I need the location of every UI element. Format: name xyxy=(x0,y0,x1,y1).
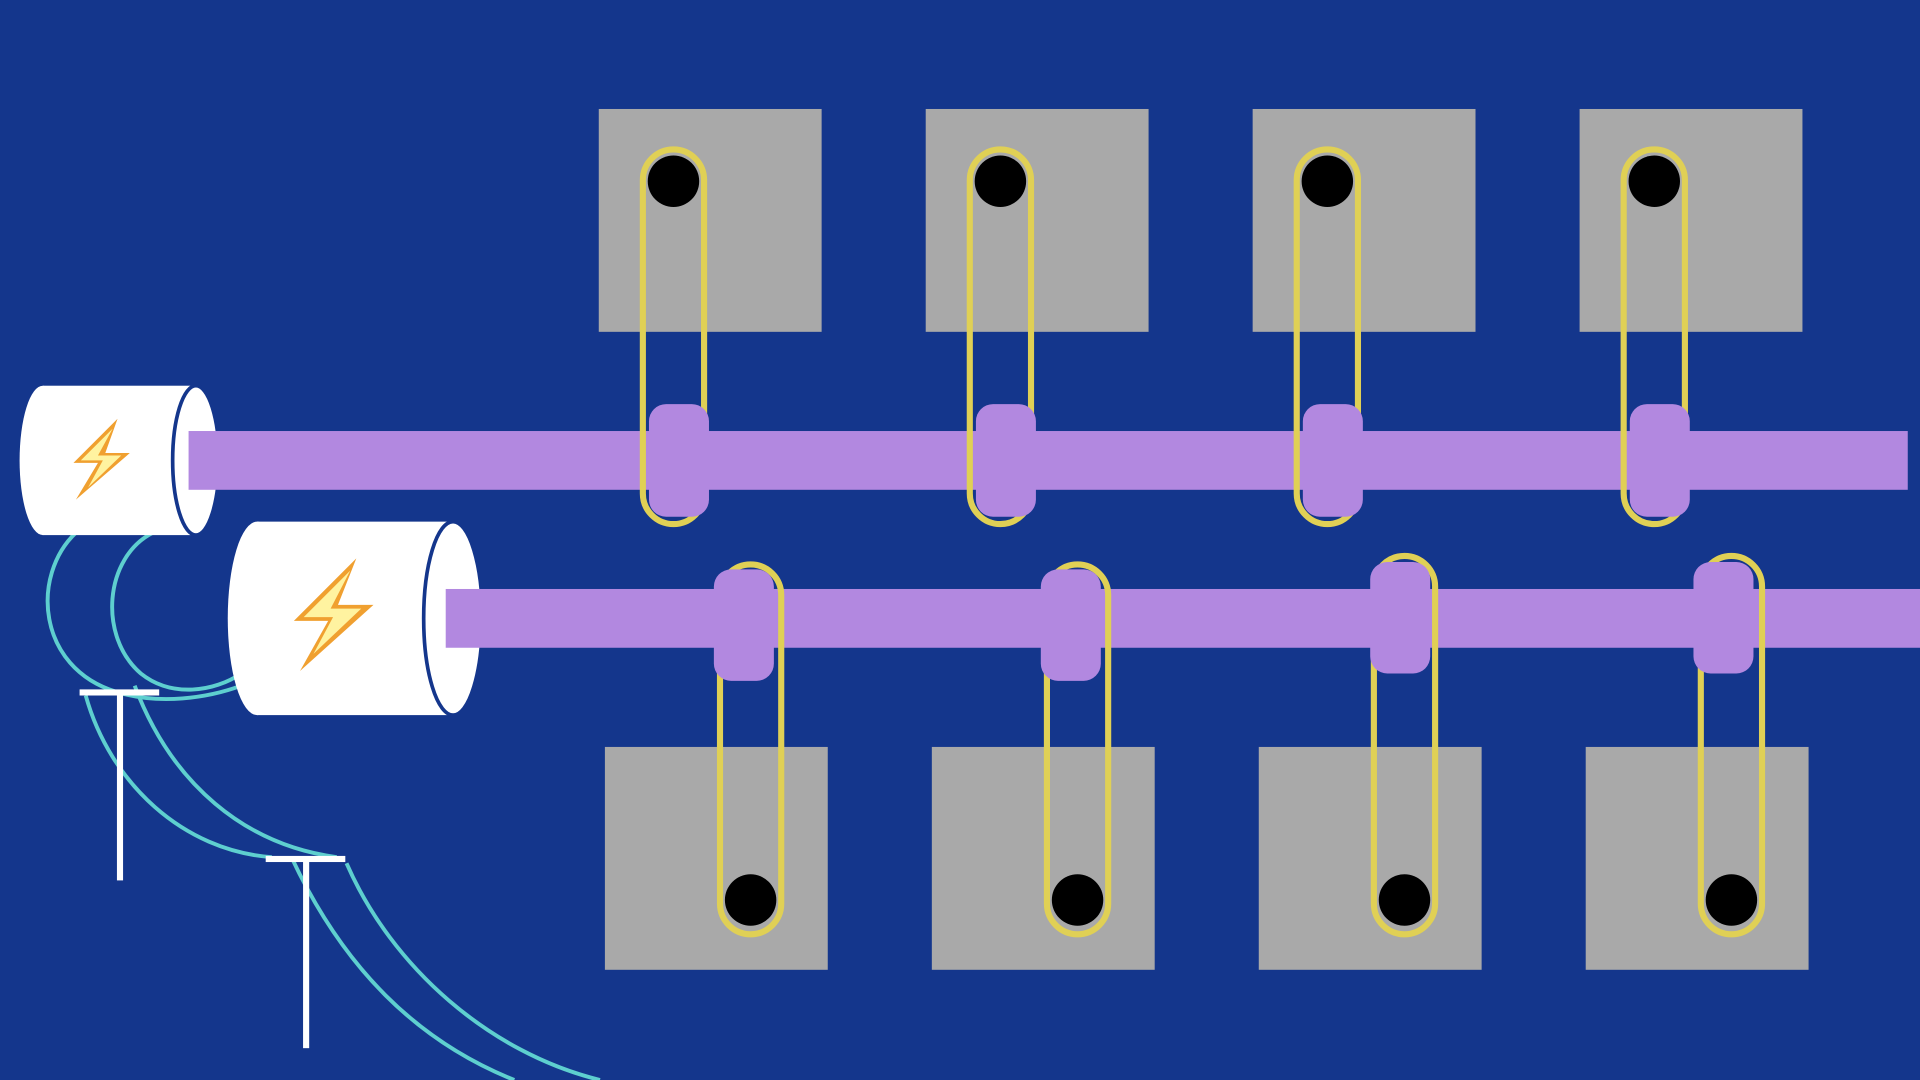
contact-dot xyxy=(647,155,700,207)
cell-top-2 xyxy=(925,108,1149,528)
lightning-bolt-icon xyxy=(73,418,130,500)
connector-loop xyxy=(639,146,708,528)
cell-top-4 xyxy=(1579,108,1803,528)
battery-1 xyxy=(19,383,222,537)
cell-bottom-1 xyxy=(604,561,828,970)
cell-top-3 xyxy=(1252,108,1476,528)
cell-bottom-3 xyxy=(1258,552,1482,970)
bottom-bus-bar xyxy=(445,588,1920,648)
battery-2 xyxy=(227,519,485,717)
cell-bottom-2 xyxy=(931,561,1155,970)
bottom-row xyxy=(604,552,1809,970)
lightning-bolt-icon xyxy=(293,558,374,672)
top-row xyxy=(598,108,1803,528)
terminal-post-2 xyxy=(265,855,346,1049)
wire xyxy=(110,530,243,692)
cell-top-1 xyxy=(598,108,822,528)
wire xyxy=(83,694,272,860)
wire xyxy=(45,531,242,701)
wire xyxy=(289,856,516,1080)
wire xyxy=(132,685,337,860)
clamp xyxy=(648,404,709,517)
tile xyxy=(598,108,822,332)
terminal-post-1 xyxy=(79,689,160,881)
wire xyxy=(344,862,601,1080)
cell-bottom-4 xyxy=(1585,552,1809,970)
wires xyxy=(45,530,601,1080)
